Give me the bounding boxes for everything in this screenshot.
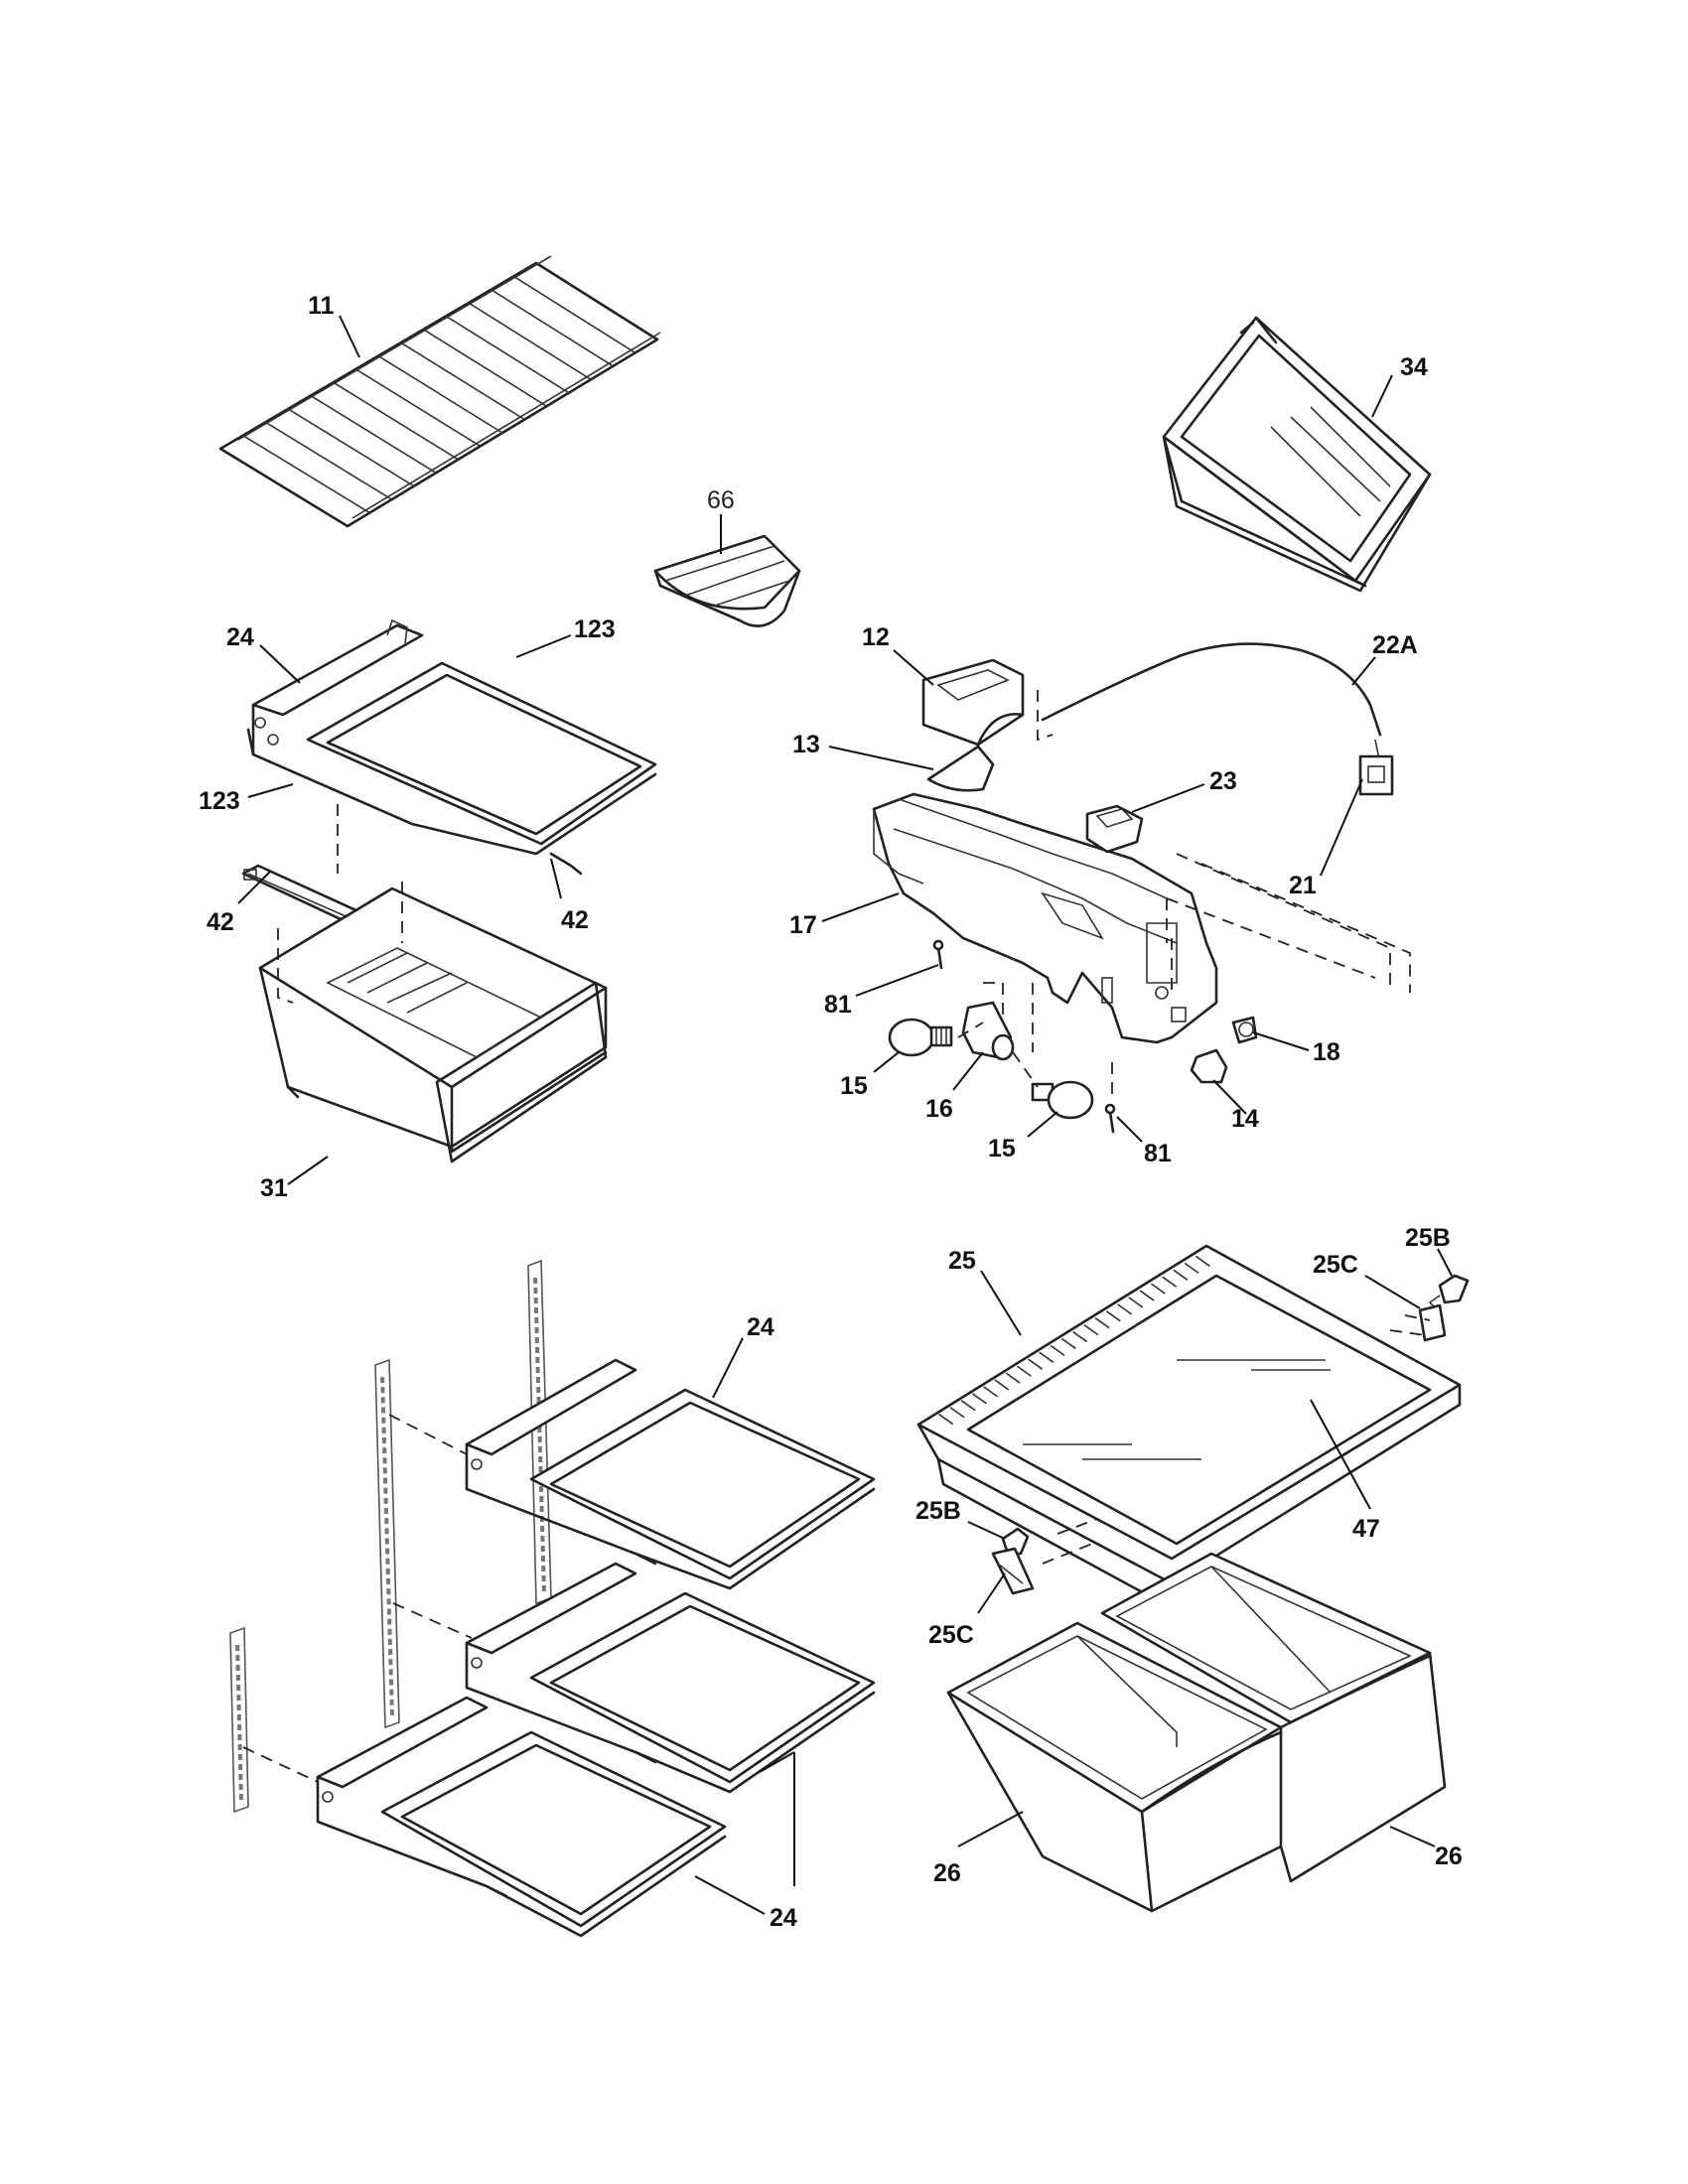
shelf-trim-66[interactable] — [653, 534, 801, 627]
bulb-15-right[interactable] — [1031, 1080, 1094, 1120]
glass-shelf-24-top[interactable] — [246, 618, 657, 876]
callout-31: 31 — [260, 1174, 288, 1202]
callout-26-left: 26 — [933, 1859, 961, 1887]
screw-81-left[interactable] — [932, 939, 944, 970]
control-housing-17[interactable] — [872, 792, 1218, 1044]
callout-17: 17 — [789, 911, 817, 939]
callout-18: 18 — [1313, 1038, 1340, 1066]
callout-21: 21 — [1289, 872, 1317, 899]
callout-25c-bottom: 25C — [928, 1621, 974, 1649]
socket-16[interactable] — [961, 1001, 1015, 1061]
callout-25b-top: 25B — [1405, 1224, 1451, 1252]
callout-42-left: 42 — [207, 908, 234, 936]
screw-81-right[interactable] — [1104, 1103, 1116, 1134]
bin-34[interactable] — [1162, 316, 1432, 593]
cup-12[interactable] — [921, 658, 1025, 747]
callout-81-left: 81 — [824, 991, 852, 1019]
callout-26-right: 26 — [1435, 1843, 1463, 1870]
callout-81-right: 81 — [1144, 1140, 1172, 1167]
callout-24-top: 24 — [226, 623, 254, 651]
glass-shelf-24-lower[interactable] — [316, 1696, 727, 1938]
callout-23: 23 — [1209, 767, 1237, 795]
callout-25: 25 — [948, 1247, 976, 1275]
glass-insert-47[interactable] — [966, 1274, 1432, 1546]
glass-shelf-24-upper[interactable] — [465, 1358, 876, 1590]
callout-24-upper: 24 — [747, 1313, 774, 1341]
support-25c-top[interactable] — [1418, 1303, 1447, 1342]
callout-66: 66 — [707, 486, 735, 514]
callout-15-left: 15 — [840, 1072, 868, 1100]
callout-25b-bottom: 25B — [915, 1497, 961, 1525]
crisper-drawer-26-right[interactable] — [1100, 1552, 1447, 1883]
switch-14[interactable] — [1190, 1048, 1228, 1084]
bulb-15-left[interactable] — [888, 1018, 953, 1057]
callout-15-right: 15 — [988, 1135, 1016, 1162]
callout-47: 47 — [1352, 1515, 1380, 1543]
callout-34: 34 — [1400, 353, 1428, 381]
callout-123-top: 123 — [574, 615, 616, 643]
leader-lines — [237, 315, 1453, 1915]
drawer-31[interactable] — [258, 887, 608, 1163]
callout-123-left: 123 — [199, 787, 240, 815]
callout-42-right: 42 — [561, 906, 589, 934]
callout-16: 16 — [925, 1095, 953, 1123]
glass-shelf-24-middle[interactable] — [465, 1562, 876, 1794]
callout-13: 13 — [792, 731, 820, 758]
callout-11: 11 — [308, 292, 335, 320]
wire-shelf-11[interactable] — [218, 255, 661, 528]
callout-12: 12 — [862, 623, 890, 651]
callout-24-bottom: 24 — [770, 1904, 797, 1932]
callout-14: 14 — [1231, 1105, 1259, 1133]
support-25c-bottom[interactable] — [991, 1547, 1035, 1595]
deflector-13[interactable] — [926, 745, 995, 792]
callout-22a: 22A — [1372, 631, 1418, 659]
switch-18[interactable] — [1231, 1016, 1258, 1044]
callout-25c-top: 25C — [1313, 1251, 1358, 1279]
timer-23[interactable] — [1085, 804, 1144, 854]
wire-harness-22a[interactable] — [1041, 642, 1382, 765]
callout-labels: 11 34 66 24 123 123 42 42 31 12 22A 13 2… — [199, 292, 1463, 1932]
thermostat-21[interactable] — [1358, 754, 1394, 796]
